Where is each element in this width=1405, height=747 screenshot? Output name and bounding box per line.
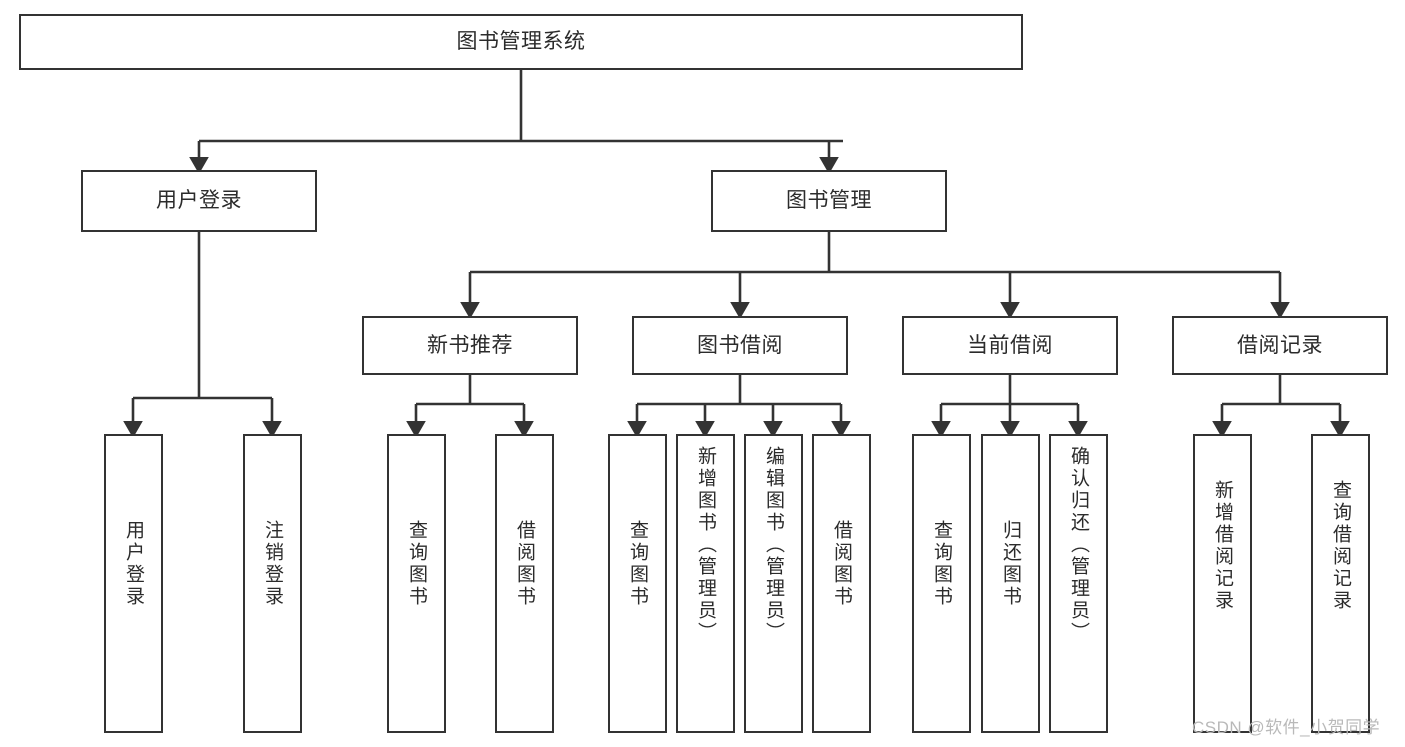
node-label: 查询借阅记录 [1330, 480, 1351, 612]
node-new-book-recommend[interactable]: 新书推荐 [362, 316, 578, 375]
node-book-borrow[interactable]: 图书借阅 [632, 316, 848, 375]
node-label: 借阅记录 [1237, 333, 1323, 357]
node-label: 确认归还（管理员） [1068, 446, 1089, 644]
leaf-new-book-borrow-book[interactable]: 借阅图书 [495, 434, 554, 733]
leaf-book-borrow-add-book-admin[interactable]: 新增图书（管理员） [676, 434, 735, 733]
leaf-user-login-logout[interactable]: 注销登录 [243, 434, 302, 733]
node-borrow-record[interactable]: 借阅记录 [1172, 316, 1388, 375]
node-label: 当前借阅 [967, 333, 1053, 357]
node-book-management[interactable]: 图书管理 [711, 170, 947, 232]
node-label: 新增图书（管理员） [695, 446, 716, 644]
leaf-current-borrow-query-book[interactable]: 查询图书 [912, 434, 971, 733]
leaf-book-borrow-query-book[interactable]: 查询图书 [608, 434, 667, 733]
leaf-current-borrow-confirm-return-admin[interactable]: 确认归还（管理员） [1049, 434, 1108, 733]
node-label: 图书管理系统 [456, 30, 586, 54]
node-label: 新书推荐 [427, 333, 513, 357]
node-current-borrow[interactable]: 当前借阅 [902, 316, 1118, 375]
node-label: 查询图书 [931, 520, 952, 608]
node-user-login[interactable]: 用户登录 [81, 170, 317, 232]
node-label: 编辑图书（管理员） [763, 446, 784, 644]
node-label: 图书管理 [786, 189, 872, 213]
leaf-borrow-record-add-record[interactable]: 新增借阅记录 [1193, 434, 1252, 733]
node-label: 注销登录 [262, 520, 283, 608]
leaf-borrow-record-query-record[interactable]: 查询借阅记录 [1311, 434, 1370, 733]
node-root-book-management-system[interactable]: 图书管理系统 [19, 14, 1023, 70]
node-label: 查询图书 [627, 520, 648, 608]
node-label: 借阅图书 [514, 520, 535, 608]
node-label: 借阅图书 [831, 520, 852, 608]
node-label: 图书借阅 [697, 333, 783, 357]
csdn-watermark: CSDN @软件_小贺同学 [1192, 718, 1381, 737]
node-label: 用户登录 [156, 189, 242, 213]
leaf-book-borrow-edit-book-admin[interactable]: 编辑图书（管理员） [744, 434, 803, 733]
node-label: 新增借阅记录 [1212, 480, 1233, 612]
node-label: 查询图书 [406, 520, 427, 608]
leaf-user-login-login[interactable]: 用户登录 [104, 434, 163, 733]
leaf-book-borrow-borrow-book[interactable]: 借阅图书 [812, 434, 871, 733]
node-label: 用户登录 [123, 520, 144, 608]
node-label: 归还图书 [1000, 520, 1021, 608]
leaf-current-borrow-return-book[interactable]: 归还图书 [981, 434, 1040, 733]
leaf-new-book-query-book[interactable]: 查询图书 [387, 434, 446, 733]
